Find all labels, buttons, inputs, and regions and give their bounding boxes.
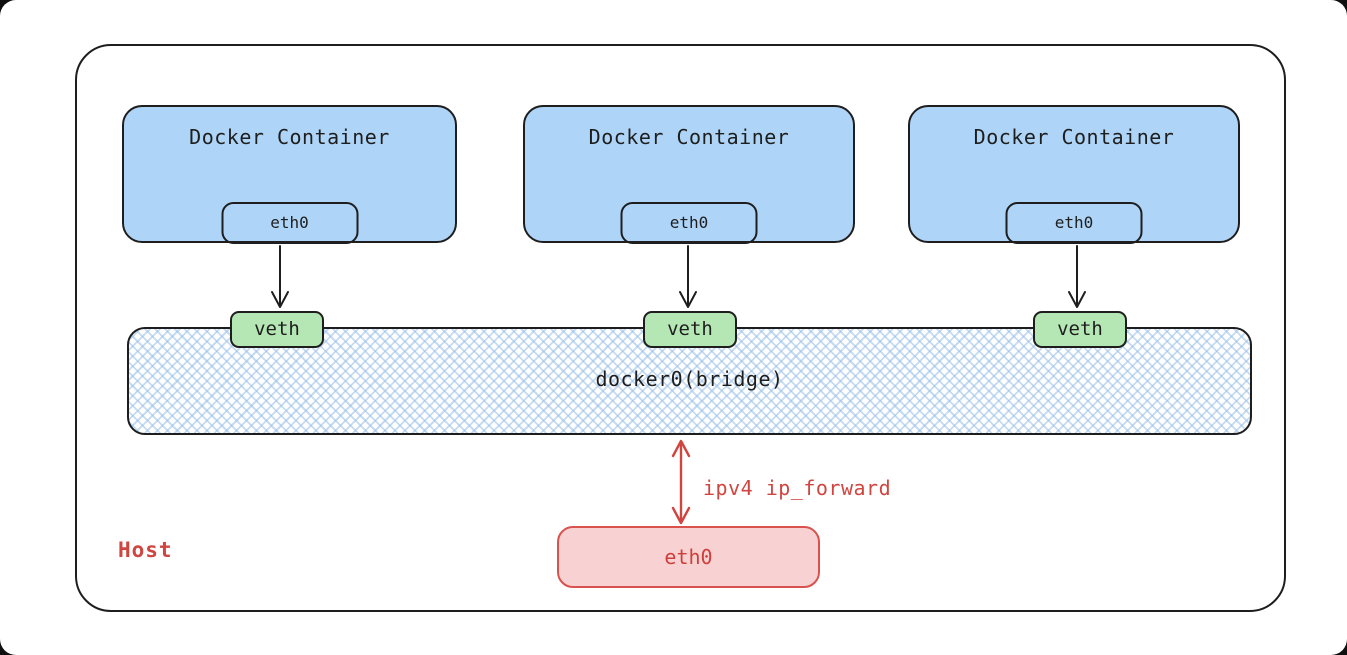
docker0-bridge-label: docker0(bridge) — [595, 367, 784, 391]
container-eth0-box: eth0 — [620, 201, 758, 244]
veth-box-1: veth — [230, 311, 324, 348]
ip-forward-label: ipv4 ip_forward — [703, 476, 892, 500]
host-eth0-box: eth0 — [557, 526, 820, 588]
docker-container-box-3: Docker Container eth0 — [908, 105, 1240, 244]
host-label: Host — [118, 538, 173, 562]
docker-container-title: Docker Container — [973, 125, 1175, 149]
docker-container-title: Docker Container — [588, 125, 790, 149]
container-eth0-box: eth0 — [221, 201, 358, 244]
docker-container-box-1: Docker Container eth0 — [122, 105, 457, 244]
docker-container-title: Docker Container — [189, 125, 390, 149]
veth-box-3: veth — [1033, 311, 1127, 348]
docker-container-box-2: Docker Container eth0 — [523, 105, 855, 244]
container-eth0-box: eth0 — [1005, 201, 1143, 244]
host-box — [75, 44, 1286, 612]
veth-box-2: veth — [643, 311, 737, 348]
